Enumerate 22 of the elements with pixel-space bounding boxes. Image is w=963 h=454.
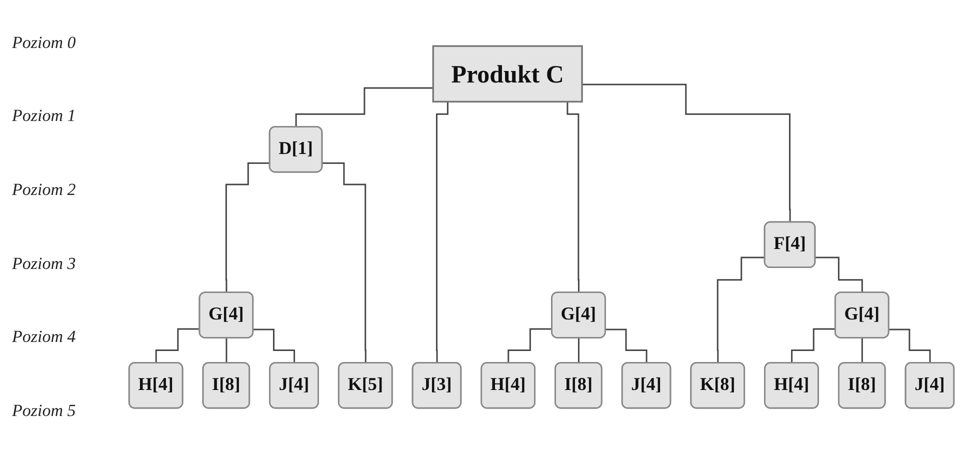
connector [578,337,580,364]
connector [226,337,228,364]
level-label: Poziom 3 [11,254,77,274]
connector [889,328,931,364]
connector [295,87,434,128]
connector [791,328,836,364]
connector [225,162,270,294]
connector [582,84,792,224]
level-label: Poziom 4 [11,327,77,348]
level-label: Poziom 1 [11,106,77,126]
connector [716,256,766,364]
connector [816,256,864,294]
connector [155,328,200,364]
connector [606,328,648,364]
level-label: Poziom 0 [11,32,77,53]
connector [322,162,367,364]
node-box: Produkt C [432,45,583,102]
connector [508,328,552,364]
level-label: Poziom 2 [11,180,77,200]
level-label: Poziom 5 [11,401,77,422]
connector [253,328,296,364]
connector [861,337,864,364]
